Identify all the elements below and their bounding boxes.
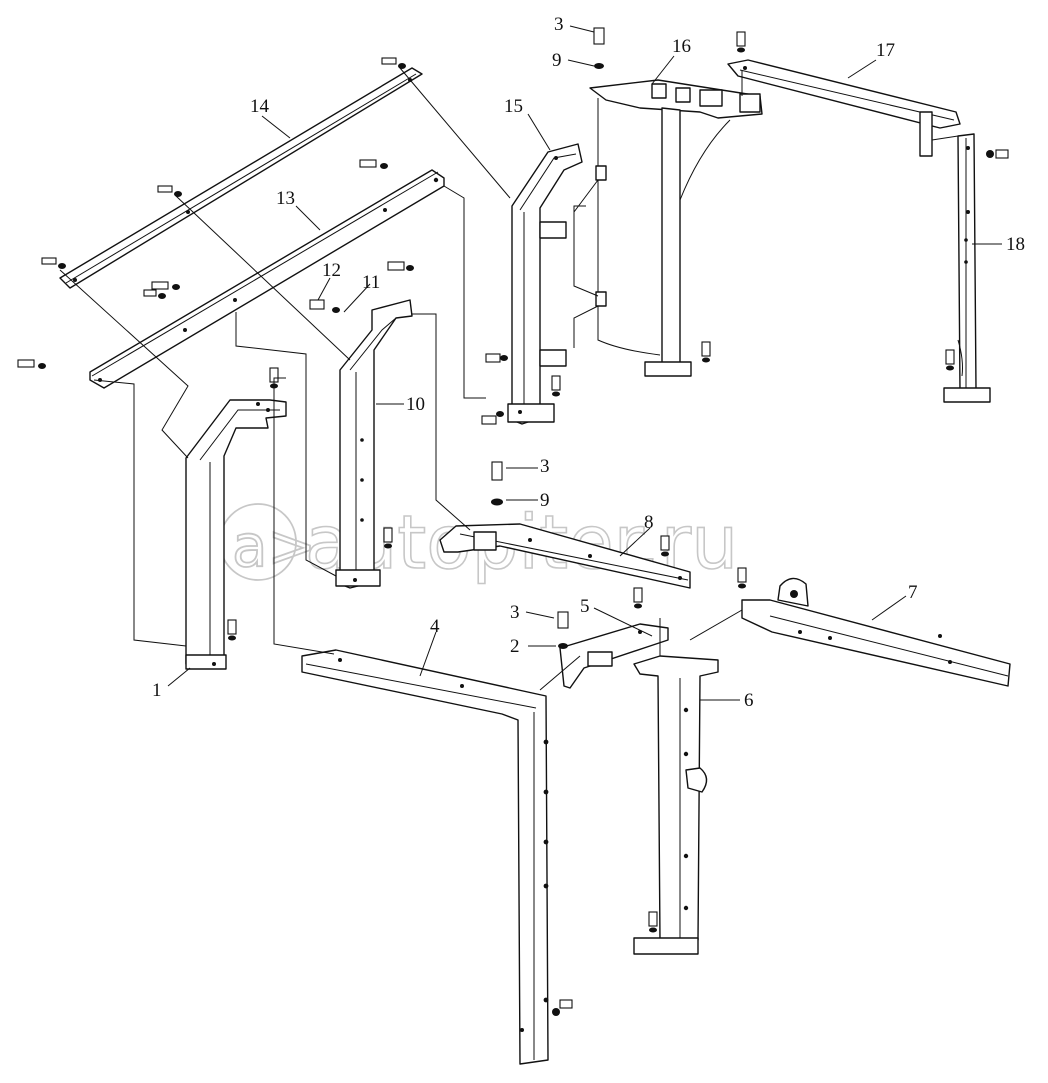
part-1-left-post [185,399,287,670]
bolt-icon [481,411,504,425]
bolt-icon [701,341,711,363]
part-16-top-bracket [589,79,763,377]
bolt-icon [552,999,573,1016]
callout-6: 6 [744,690,754,711]
part-7-side-rail [741,577,1011,687]
bolt-icon [551,375,561,397]
bolt-icon [485,353,508,363]
part-13-lower-rail [89,169,445,389]
bolt-icon [17,359,46,369]
callout-2: 2 [510,636,520,657]
part-17-top-right-bar [727,59,961,157]
bolt-icon [143,289,166,299]
part-10-middle-post [335,299,413,589]
bolt-icon [986,149,1009,159]
callout-17: 17 [876,40,895,61]
bolt-icon [227,619,237,641]
part-15-rear-upright [507,143,583,425]
callout-8: 8 [644,512,654,533]
bolt-icon [737,567,747,589]
bolt-icon [557,611,569,649]
leader-lines [167,25,1002,701]
part-5-small-bracket [559,623,669,689]
callout-16: 16 [672,36,691,57]
callout-18: 18 [1006,234,1025,255]
callout-10: 10 [406,394,425,415]
callout-labels: 1 2 3 3 3 4 5 6 7 8 9 9 10 11 12 13 14 1… [152,14,1025,711]
bolt-icon [633,587,643,609]
callout-9: 9 [540,490,550,511]
assembly-lines [59,67,959,691]
part-14-upper-rail [59,67,423,289]
callout-14: 14 [250,96,270,117]
bolt-icon [736,31,746,53]
callout-12: 12 [322,260,341,281]
bolt-icon [381,57,406,69]
part-6-front-post [633,655,719,955]
callout-13: 13 [276,188,295,209]
bolt-icon [383,527,393,549]
bolt-icon [945,349,955,371]
callout-15: 15 [504,96,523,117]
bolt-icon [648,911,658,933]
bolt-icon [491,461,503,506]
callout-4: 4 [430,616,440,637]
callout-1: 1 [152,680,162,701]
bolt-icon [157,185,182,197]
callout-9: 9 [552,50,562,71]
callout-3: 3 [510,602,520,623]
fasteners [17,27,1009,1016]
callout-3: 3 [554,14,564,35]
part-8-middle-beam [439,523,691,589]
bolt-icon [660,535,670,557]
callout-3: 3 [540,456,550,477]
part-18-right-post [943,133,991,403]
bolt-icon [41,257,66,269]
bolt-icon [387,261,414,271]
callout-11: 11 [362,272,380,293]
nut-icon [309,299,340,313]
callout-7: 7 [908,582,918,603]
bolt-icon [593,27,605,69]
bolt-icon [151,281,180,290]
bolt-icon [359,159,388,169]
callout-5: 5 [580,596,590,617]
part-4-l-frame [301,649,549,1065]
